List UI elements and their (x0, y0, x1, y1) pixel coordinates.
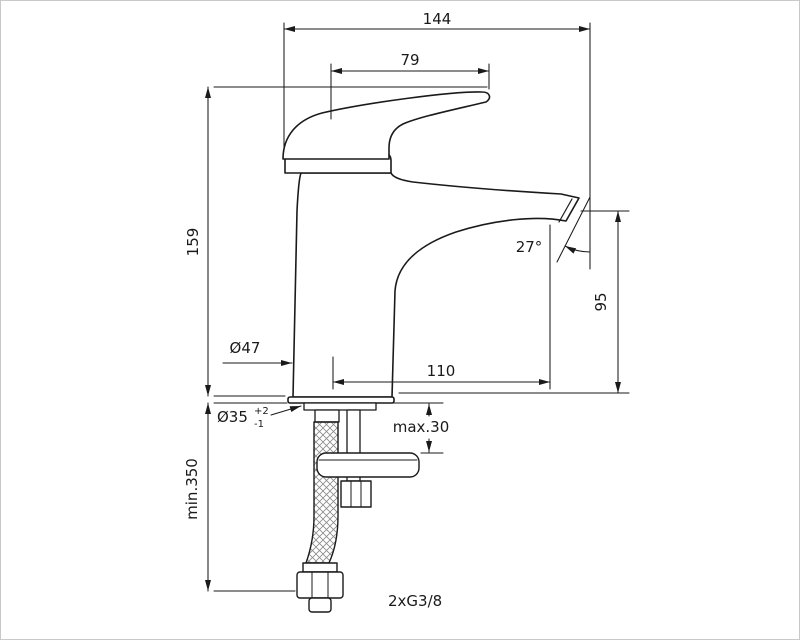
flex-hose (305, 421, 339, 564)
faucet-outline (282, 91, 580, 411)
aerator-line (558, 198, 573, 223)
handle-lever (282, 91, 491, 160)
dimension-lines (205, 22, 630, 592)
label-base-diameter: Ø47 (230, 339, 261, 357)
stud-nut (340, 480, 372, 508)
under-deck-plate (303, 402, 377, 411)
label-hole-diameter: Ø35 (217, 408, 248, 426)
stud-nut-facets (350, 480, 362, 508)
label-spout-angle: 27° (516, 238, 543, 256)
hose-nut-facets (311, 571, 329, 599)
hose-connector (302, 562, 338, 573)
mounting-bracket (316, 452, 420, 478)
hose-tail (308, 597, 332, 613)
hose-nut (296, 571, 344, 599)
leader-hole-diameter (270, 405, 302, 416)
label-hose-thread: 2xG3/8 (388, 592, 442, 610)
threaded-shank (314, 409, 340, 423)
label-total-width: 144 (423, 10, 452, 28)
label-min-hose-length: min.350 (183, 458, 201, 520)
label-outlet-height: 95 (592, 292, 610, 311)
label-max-deck-thickness: max.30 (393, 418, 450, 436)
label-handle-length: 79 (400, 51, 419, 69)
angle-reference-line (556, 196, 591, 263)
angle-arc (564, 245, 591, 254)
dimension-labels: 144 79 159 27° 95 Ø47 110 Ø35 +2 -1 max.… (183, 10, 610, 610)
linework (205, 22, 630, 613)
label-hole-tolerance-minus: -1 (254, 419, 264, 430)
label-spout-reach: 110 (427, 362, 456, 380)
mounting-hardware (296, 409, 420, 613)
label-hole-tolerance-plus: +2 (254, 406, 269, 417)
base-flange (287, 396, 395, 404)
label-body-height: 159 (184, 228, 202, 257)
